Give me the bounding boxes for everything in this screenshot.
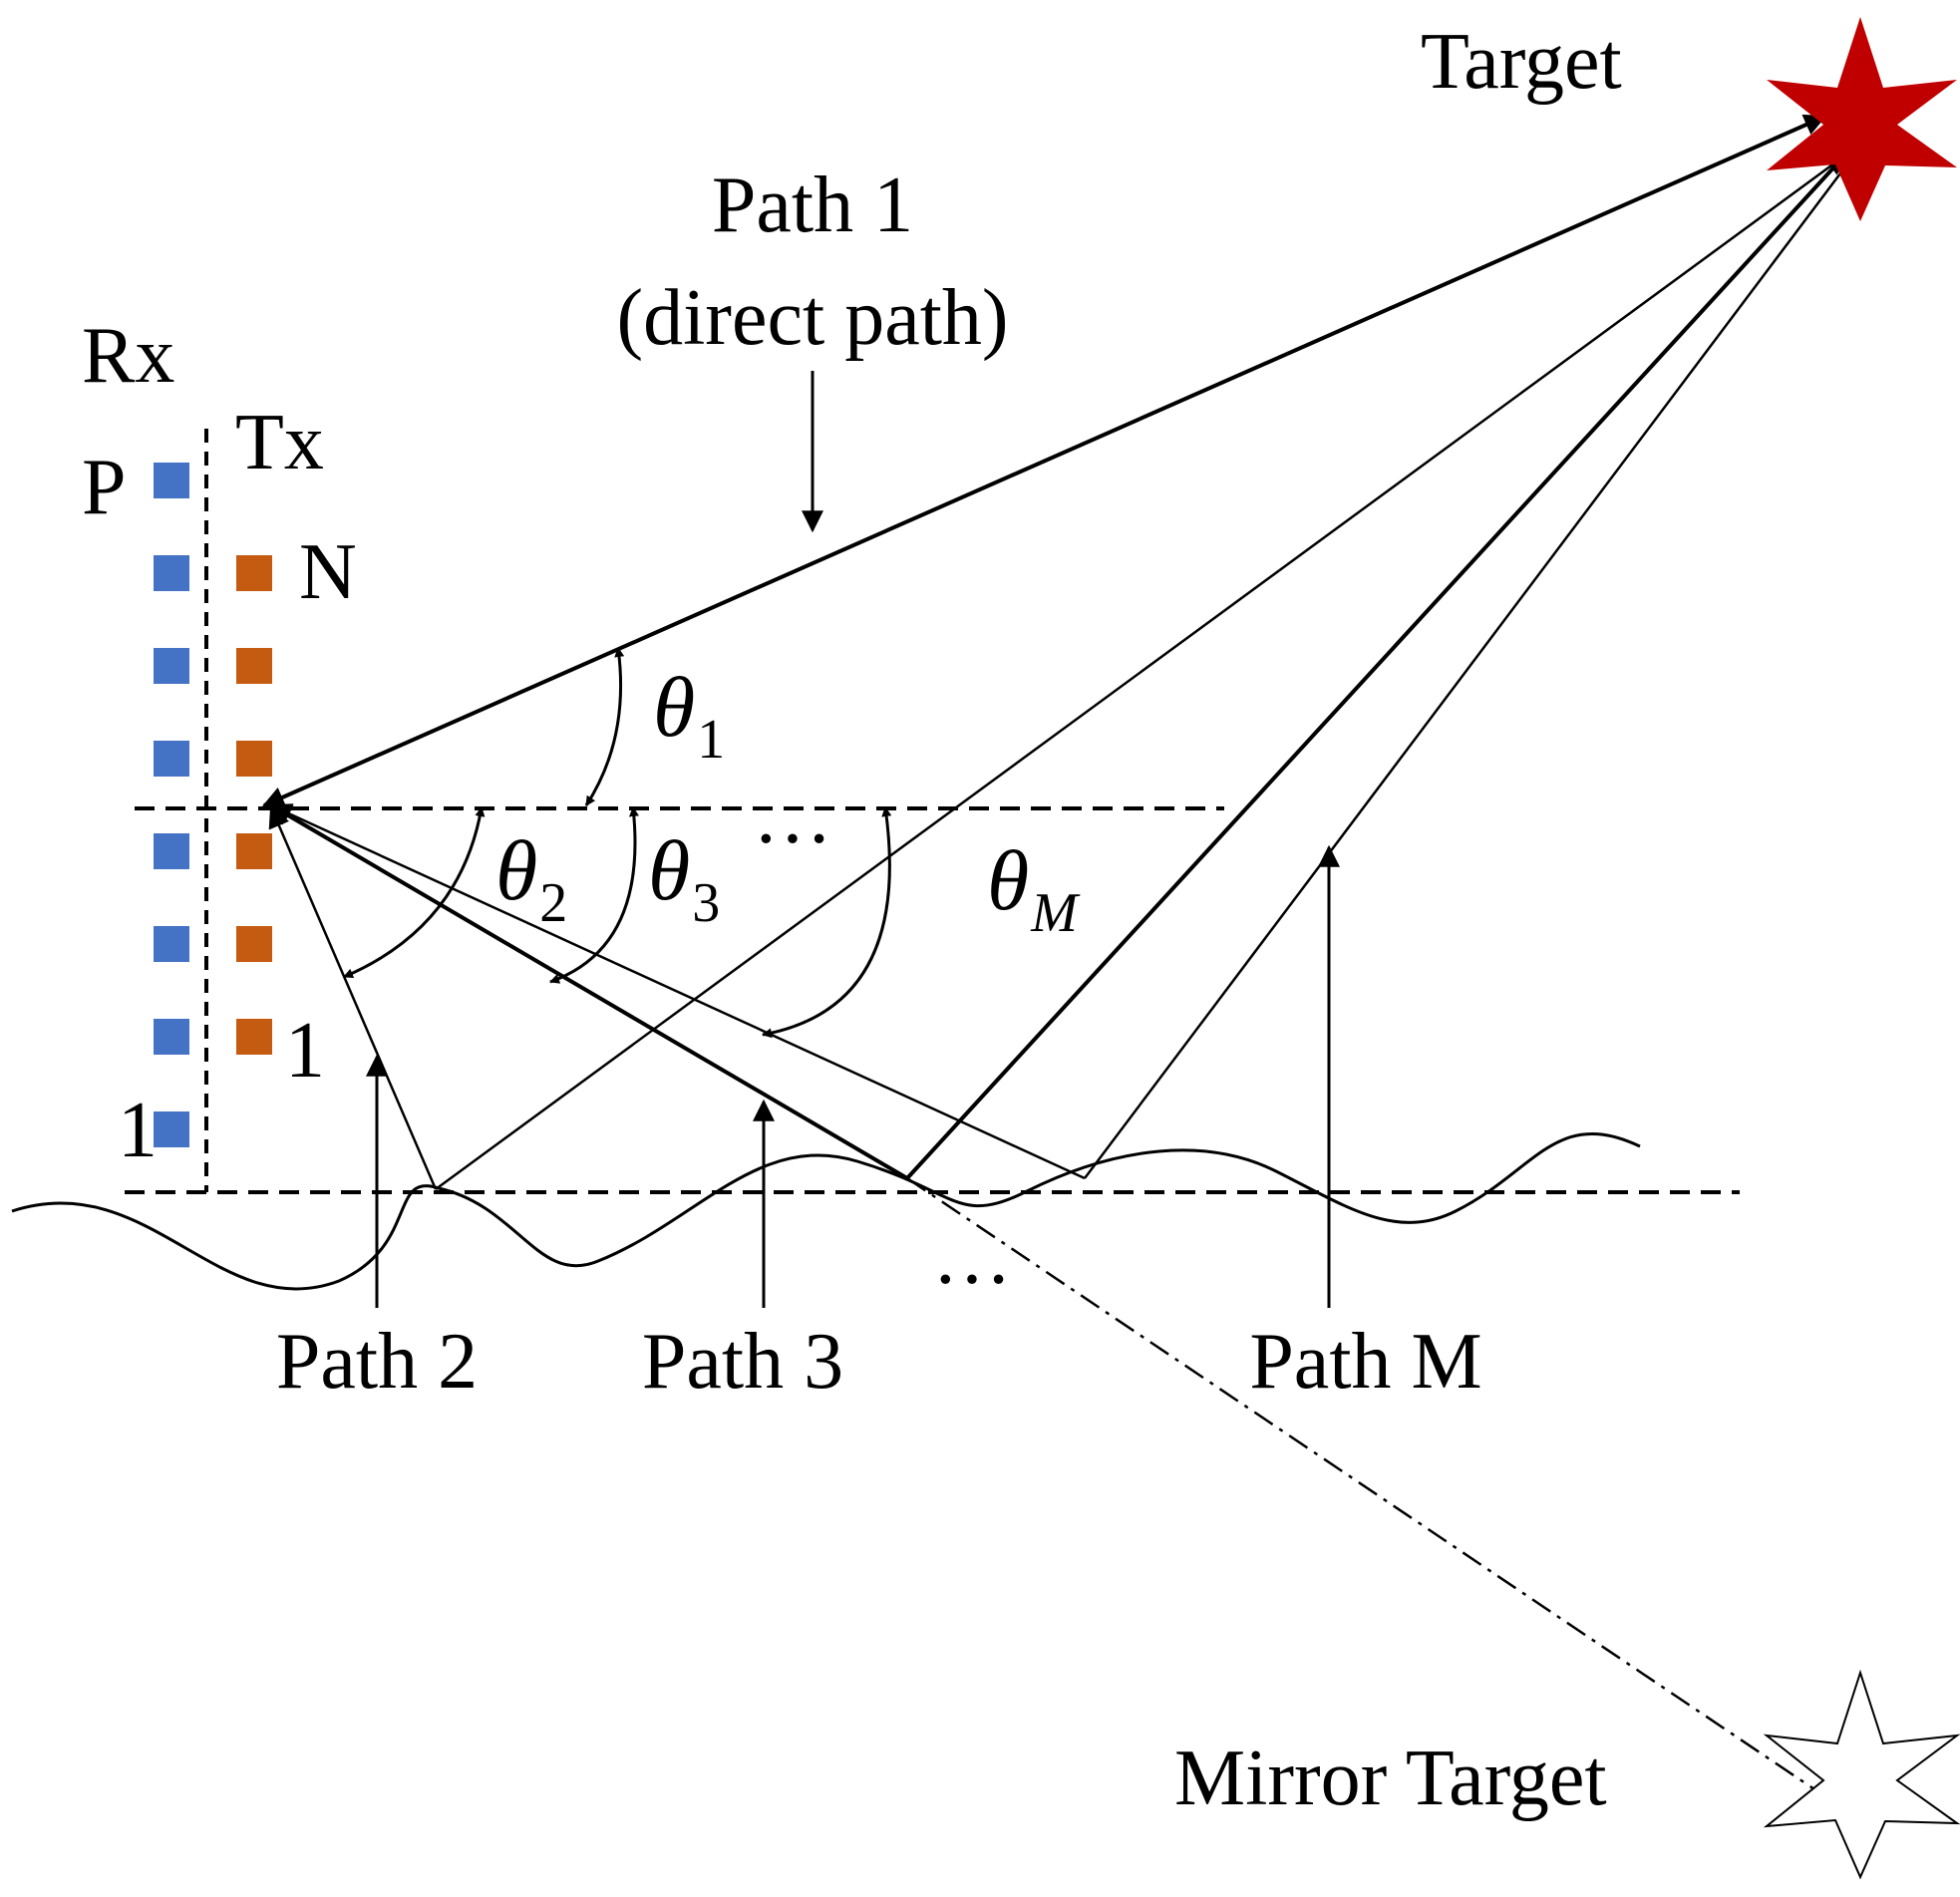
rx-element xyxy=(154,1019,189,1055)
path2-label: Path 2 xyxy=(276,1318,478,1406)
path3-ray-up xyxy=(905,150,1850,1180)
path3-label: Path 3 xyxy=(642,1318,843,1406)
rx-element xyxy=(154,463,189,498)
path2-ray-down xyxy=(268,804,438,1190)
theta2-arc xyxy=(343,806,486,979)
rx-element xyxy=(154,833,189,869)
path1-label: Path 1 xyxy=(712,161,913,249)
pathM-label: Path M xyxy=(1249,1318,1481,1406)
tx-element xyxy=(236,555,272,591)
path2-ray-up xyxy=(435,153,1848,1191)
tx-label: Tx xyxy=(235,399,324,486)
rx-element xyxy=(154,648,189,684)
ray-paths xyxy=(261,114,1854,1791)
rx-element xyxy=(154,926,189,962)
angles-ellipsis: ··· xyxy=(753,795,832,883)
path1-direct-ray xyxy=(261,114,1827,808)
theta3-arc xyxy=(549,806,639,984)
paths-ellipsis: ··· xyxy=(932,1236,1012,1324)
tx-element xyxy=(236,741,272,777)
mirror-target-label: Mirror Target xyxy=(1174,1735,1607,1822)
mirror-extension-line xyxy=(906,1176,1815,1791)
tx-element xyxy=(236,833,272,869)
label-arrows xyxy=(366,371,1340,1308)
rx-label: Rx xyxy=(82,312,174,400)
thetaM-label: θM xyxy=(987,832,1081,944)
tx-top-index-label: N xyxy=(299,528,357,616)
tx-element xyxy=(236,648,272,684)
mirror-target-star-outline-icon xyxy=(1763,1669,1960,1880)
rx-element xyxy=(154,555,189,591)
tx-element xyxy=(236,1019,272,1055)
thetaM-arc xyxy=(762,806,892,1039)
sea-surface xyxy=(11,1132,1641,1291)
tx-element xyxy=(236,926,272,962)
theta1-arc xyxy=(584,647,625,806)
rx-array xyxy=(154,463,189,1147)
path1-sub-label: (direct path) xyxy=(616,274,1008,362)
rx-bottom-index-label: 1 xyxy=(118,1087,158,1174)
theta1-label: θ1 xyxy=(653,659,725,771)
theta3-label: θ3 xyxy=(648,822,720,934)
tx-bottom-index-label: 1 xyxy=(285,1007,325,1095)
rx-element xyxy=(154,1111,189,1147)
rx-element xyxy=(154,741,189,777)
pathM-ray-up xyxy=(1084,156,1854,1179)
target-star-icon xyxy=(1767,17,1957,221)
angle-arcs xyxy=(343,647,892,1039)
rx-top-index-label: P xyxy=(82,444,127,531)
theta2-label: θ2 xyxy=(495,822,567,934)
target-label: Target xyxy=(1421,18,1622,106)
